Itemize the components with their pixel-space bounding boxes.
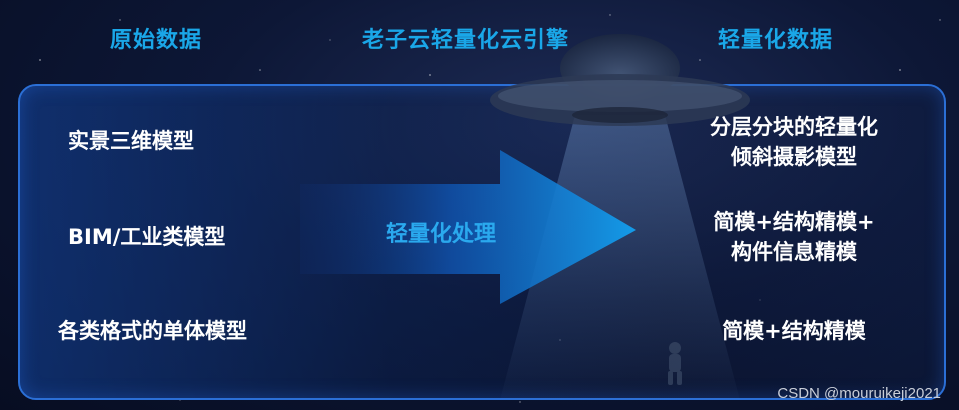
watermark: CSDN @mouruikeji2021 — [777, 385, 941, 402]
header-engine: 老子云轻量化云引擎 — [362, 28, 570, 53]
right-item-bim-result: 简模+结构精模+ 构件信息精模 — [676, 207, 912, 268]
process-label: 轻量化处理 — [386, 222, 497, 247]
header-raw-data: 原始数据 — [110, 28, 203, 53]
right-item-oblique-line1: 分层分块的轻量化 — [710, 115, 878, 139]
left-item-realistic-3d: 实景三维模型 — [68, 129, 194, 153]
right-item-bim-line2: 构件信息精模 — [731, 240, 857, 265]
process-arrow-icon — [300, 150, 636, 304]
right-item-oblique-line2: 倾斜摄影模型 — [731, 145, 857, 170]
header-light-data: 轻量化数据 — [718, 28, 834, 53]
left-item-single-models: 各类格式的单体模型 — [58, 319, 247, 343]
right-item-oblique: 分层分块的轻量化 倾斜摄影模型 — [676, 112, 912, 173]
right-item-single-result: 简模+结构精模 — [676, 316, 912, 346]
right-item-bim-line1: 简模+结构精模+ — [713, 210, 875, 234]
left-item-bim: BIM/工业类模型 — [68, 225, 226, 249]
astronaut-icon — [668, 342, 682, 385]
right-item-single-line1: 简模+结构精模 — [722, 319, 866, 343]
